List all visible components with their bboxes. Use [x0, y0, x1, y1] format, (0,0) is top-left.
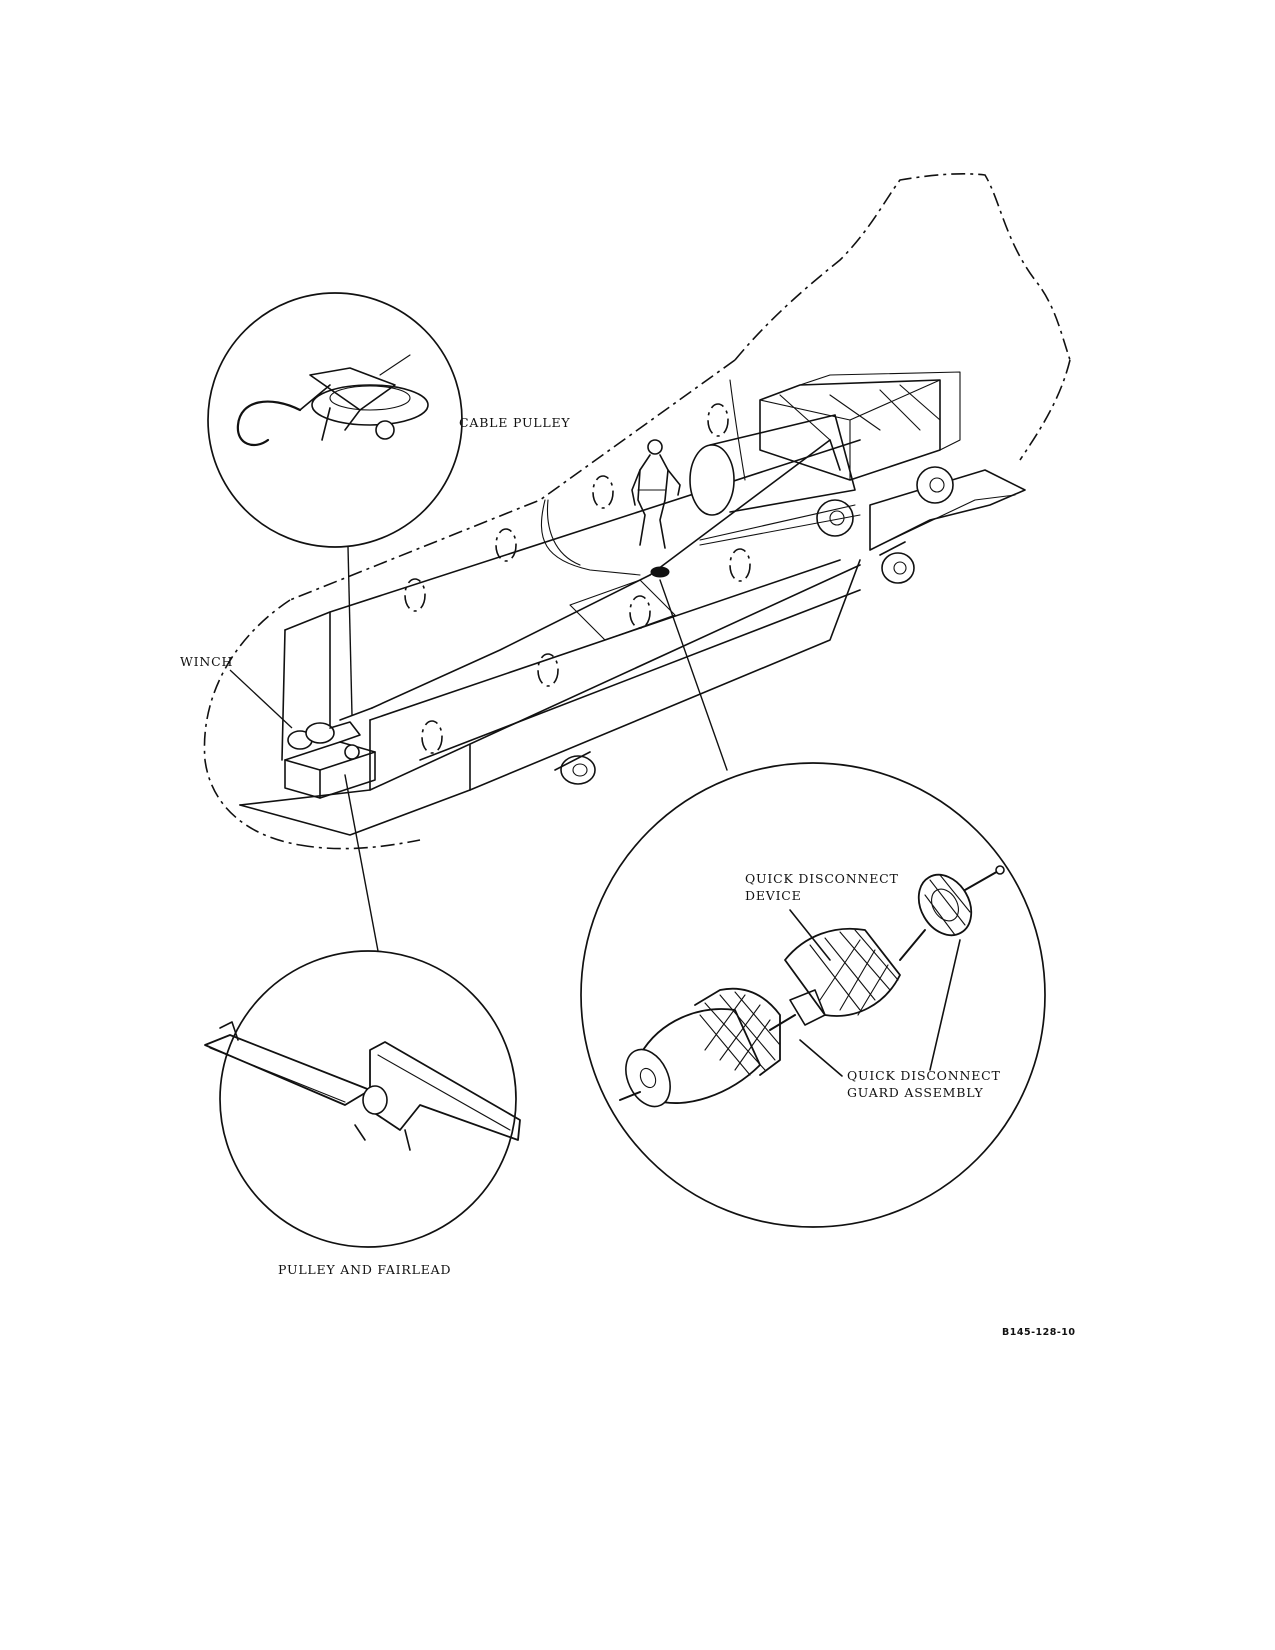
- pulley-and-fairlead-label: PULLEY AND FAIRLEAD: [278, 1262, 452, 1277]
- cargo-trailer: [649, 371, 961, 576]
- winch-cable: [371, 499, 670, 709]
- crewman-figure: [631, 439, 681, 549]
- quick-disconnect-guard-label-line1: QUICK DISCONNECT: [847, 1068, 1001, 1083]
- pulley-fairlead-detail: [204, 774, 521, 1248]
- winch-label: WINCH: [180, 654, 234, 669]
- quick-disconnect-device-label-line2: DEVICE: [745, 888, 802, 903]
- landing-gear: [554, 541, 915, 785]
- quick-disconnect-device-label-line1: QUICK DISCONNECT: [745, 871, 899, 886]
- quick-disconnect-detail: [580, 579, 1046, 1228]
- helicopter-fuselage-body: [239, 379, 861, 836]
- cable-pulley-detail: [207, 292, 463, 716]
- figure-id: B145-128-10: [1002, 1327, 1076, 1338]
- helicopter-fuselage-outline: [203, 173, 1071, 850]
- quick-disconnect-guard-label-line2: GUARD ASSEMBLY: [847, 1085, 984, 1100]
- rear-ramp: [869, 469, 1026, 551]
- cable-pulley-label: CABLE PULLEY: [459, 415, 571, 430]
